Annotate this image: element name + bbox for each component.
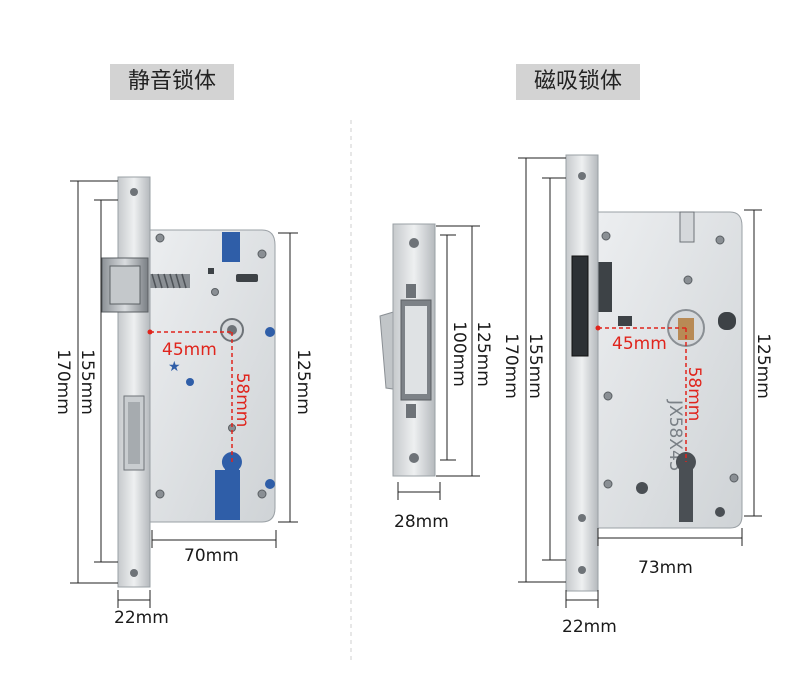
right-lock-magnetic-latch <box>571 255 589 357</box>
left-case-width-label: 70mm <box>184 546 239 566</box>
left-lock-screws <box>155 233 267 499</box>
right-faceplate-width-label: 22mm <box>562 617 617 637</box>
right-lock: JX58X45 <box>518 154 762 608</box>
left-lock-faceplate <box>117 176 151 588</box>
left-lock-cylinder-hole <box>221 452 242 500</box>
right-lock-cylinder-hole <box>675 452 696 522</box>
right-center-distance-label: 58mm <box>684 366 704 422</box>
left-lock-spring <box>150 273 190 289</box>
left-lock: ★ <box>70 176 298 608</box>
right-lock-case <box>597 211 743 529</box>
right-faceplate-height-label: 155mm <box>525 333 545 399</box>
right-lock-title: 磁吸锁体 <box>516 64 640 100</box>
right-lock-magnet-window <box>598 262 612 312</box>
svg-text:★: ★ <box>168 359 181 375</box>
left-lock-case <box>149 229 276 523</box>
right-case-height-label: 125mm <box>753 333 773 399</box>
left-lock-red-guides <box>150 331 233 462</box>
left-case-height-label: 125mm <box>293 349 313 415</box>
strike-inner-height-label: 100mm <box>449 321 469 387</box>
left-faceplate-height-label: 155mm <box>77 349 97 415</box>
left-lock-dimension-lines <box>70 180 298 608</box>
right-lock-dimension-lines <box>518 157 762 608</box>
left-lock-slot <box>236 274 258 282</box>
left-backset-label: 45mm <box>162 340 217 360</box>
left-lock-hole <box>186 378 194 386</box>
strike-width-label: 28mm <box>394 512 449 532</box>
strike-plate <box>379 223 480 500</box>
right-lock-faceplate <box>565 154 599 592</box>
left-lock-spring-window <box>222 232 240 262</box>
right-total-height-label: 170mm <box>501 333 521 399</box>
strike-plate-height-label: 125mm <box>473 321 493 387</box>
right-case-width-label: 73mm <box>638 558 693 578</box>
right-lock-red-guides <box>598 327 687 462</box>
right-backset-label: 45mm <box>612 334 667 354</box>
right-lock-model-stamp: JX58X45 <box>665 399 685 472</box>
left-faceplate-width-label: 22mm <box>114 608 169 628</box>
right-lock-screws <box>601 231 739 489</box>
left-total-height-label: 170mm <box>53 349 73 415</box>
left-center-distance-label: 58mm <box>232 372 252 428</box>
left-lock-title: 静音锁体 <box>110 64 234 100</box>
strike-dimension-lines <box>397 225 480 500</box>
